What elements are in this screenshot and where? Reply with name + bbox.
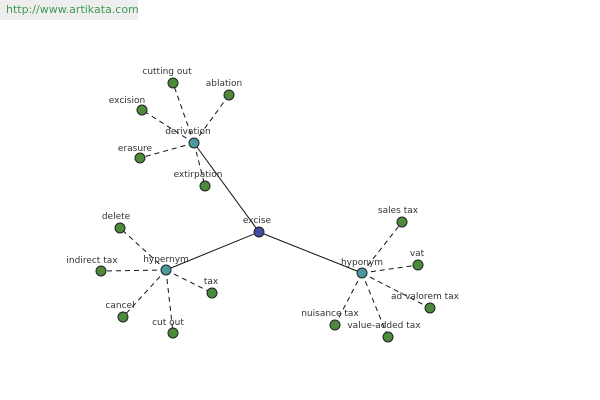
value-added-tax-label[interactable]: value-added tax xyxy=(347,321,421,331)
cancel-label[interactable]: cancel xyxy=(105,301,134,311)
nuisance-tax-node[interactable] xyxy=(329,319,341,331)
sales-tax-label[interactable]: sales tax xyxy=(378,206,419,216)
labels-layer: excise derivation hypernym hyponym cutting o… xyxy=(66,67,459,331)
excision-node[interactable] xyxy=(136,104,148,116)
cutting-out-node[interactable] xyxy=(167,77,179,89)
excision-label[interactable]: excision xyxy=(109,96,145,106)
extirpation-node[interactable] xyxy=(199,180,211,192)
ad-valorem-tax-node[interactable] xyxy=(424,302,436,314)
ad-valorem-tax-label[interactable]: ad valorem tax xyxy=(391,292,460,302)
edge-hyponym-vat xyxy=(361,264,419,274)
edge-hypernym-cut-out xyxy=(165,269,174,334)
value-added-tax-node[interactable] xyxy=(382,331,394,343)
edge-derivation-ablation xyxy=(193,94,230,144)
tax-label[interactable]: tax xyxy=(204,277,219,287)
edge-excise-hyponym xyxy=(258,231,363,274)
cut-out-node[interactable] xyxy=(167,327,179,339)
hyponym-node[interactable] xyxy=(356,267,368,279)
ablation-label[interactable]: ablation xyxy=(206,79,242,89)
source-url-link[interactable]: http://www.artikata.com xyxy=(6,3,139,16)
edge-excise-hypernym xyxy=(165,231,260,271)
edge-excise-derivation xyxy=(193,142,260,233)
vat-node[interactable] xyxy=(412,259,424,271)
derivation-label[interactable]: derivation xyxy=(165,127,211,137)
excise-node[interactable] xyxy=(253,226,265,238)
edge-derivation-cutting-out xyxy=(172,82,195,144)
nodes-layer xyxy=(95,77,436,343)
cutting-out-label[interactable]: cutting out xyxy=(142,67,192,77)
delete-node[interactable] xyxy=(114,222,126,234)
hypernym-label[interactable]: hypernym xyxy=(143,255,189,265)
excise-label[interactable]: excise xyxy=(243,216,272,226)
erasure-label[interactable]: erasure xyxy=(118,144,153,154)
sales-tax-node[interactable] xyxy=(396,216,408,228)
hyponym-label[interactable]: hyponym xyxy=(341,258,383,268)
cut-out-label[interactable]: cut out xyxy=(152,318,184,328)
edge-derivation-erasure xyxy=(139,142,195,159)
edge-hyponym-nuisance-tax xyxy=(334,272,363,326)
erasure-node[interactable] xyxy=(134,152,146,164)
cancel-node[interactable] xyxy=(117,311,129,323)
derivation-node[interactable] xyxy=(188,137,200,149)
vat-label[interactable]: vat xyxy=(410,249,425,259)
url-header-bar: http://www.artikata.com xyxy=(0,0,139,20)
ablation-node[interactable] xyxy=(223,89,235,101)
edge-hypernym-cancel xyxy=(122,269,167,318)
extirpation-label[interactable]: extirpation xyxy=(174,170,223,180)
indirect-tax-label[interactable]: indirect tax xyxy=(66,256,118,266)
hypernym-node[interactable] xyxy=(160,264,172,276)
edge-hyponym-sales-tax xyxy=(361,221,403,274)
indirect-tax-node[interactable] xyxy=(95,265,107,277)
edge-hyponym-ad-valorem-tax xyxy=(361,272,431,309)
edges-layer xyxy=(100,82,431,338)
edge-hypernym-indirect-tax xyxy=(100,269,167,272)
edge-hypernym-delete xyxy=(119,227,167,271)
nuisance-tax-label[interactable]: nuisance tax xyxy=(301,309,359,319)
edge-derivation-excision xyxy=(141,109,195,144)
edge-hyponym-value-added-tax xyxy=(361,272,389,338)
tax-node[interactable] xyxy=(206,287,218,299)
delete-label[interactable]: delete xyxy=(102,212,131,222)
edge-derivation-extirpation xyxy=(193,142,206,187)
